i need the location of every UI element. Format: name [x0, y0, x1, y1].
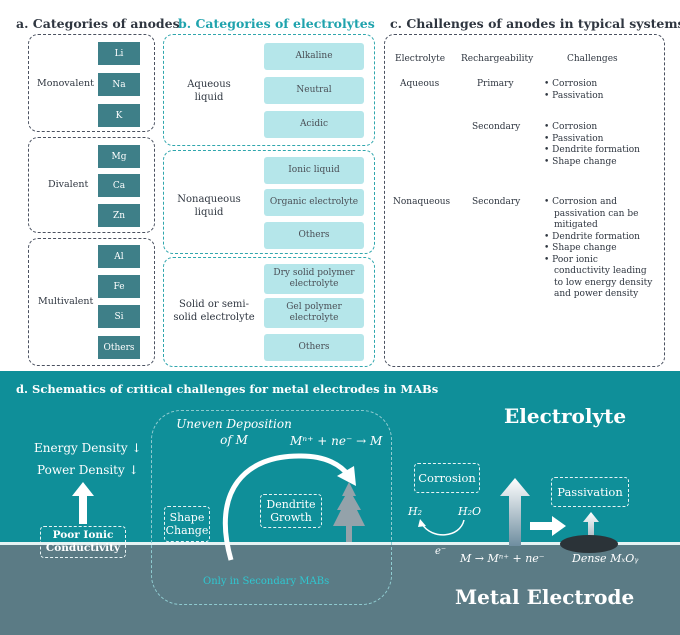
electrolyte-label: Electrolyte: [504, 404, 627, 428]
row3-challenge-2: • Dendrite formation: [544, 231, 640, 242]
challenges-table: [384, 34, 665, 367]
anode-li: Li: [98, 42, 140, 65]
anode-na: Na: [98, 73, 140, 96]
anode-zn: Zn: [98, 204, 140, 227]
anode-fe: Fe: [98, 275, 140, 298]
row1-challenge-1: • Corrosion: [544, 79, 598, 89]
oxidation-reaction-text: M → Mⁿ⁺ + ne⁻: [460, 552, 545, 565]
shape-change-box: Shape Change: [164, 506, 210, 542]
ion-release-arrow-icon: [500, 478, 530, 546]
electrode-surface-line: [0, 542, 680, 545]
electrolyte-neutral: Neutral: [264, 77, 364, 104]
only-secondary-text: Only in Secondary MABs: [203, 576, 330, 587]
electrolyte-dry-polymer: Dry solid polymer electrolyte: [264, 264, 364, 294]
row1-challenges: • Corrosion • Passivation: [544, 79, 654, 102]
energy-density-text: Energy Density ↓: [34, 441, 142, 455]
power-density-text: Power Density ↓: [37, 463, 139, 477]
row3-challenge-4: • Poor ionic conductivity leading to low…: [544, 254, 653, 300]
header-rechargeability: Rechargeability: [461, 54, 534, 64]
row3-rechargeability: Secondary: [472, 197, 521, 207]
section-c-title: c. Challenges of anodes in typical syste…: [390, 16, 680, 31]
corrosion-box: Corrosion: [414, 463, 480, 493]
row1-rechargeability: Primary: [477, 79, 514, 89]
secondary-mabs-region: [151, 410, 392, 605]
nonaqueous-label: Nonaqueous liquid: [177, 194, 241, 218]
section-b-title: b. Categories of electrolytes: [178, 16, 375, 31]
electrolyte-gel-polymer: Gel polymer electrolyte: [264, 298, 364, 328]
h2-text: H₂: [408, 505, 423, 518]
anode-k: K: [98, 104, 140, 127]
electron-cycle-arrow-icon: [418, 519, 465, 536]
nonaqueous-group: [163, 150, 375, 254]
dendrite-growth-box: Dendrite Growth: [260, 494, 322, 528]
aqueous-label: Aqueous liquid: [187, 79, 231, 103]
row2-challenge-3: • Dendrite formation: [544, 145, 640, 155]
reduction-reaction-text: Mⁿ⁺ + ne⁻ → M: [290, 434, 383, 448]
solid-label: Solid or semi-solid electrolyte: [173, 299, 255, 323]
row3-electrolyte: Nonaqueous: [393, 197, 451, 207]
section-d-title: d. Schematics of critical challenges for…: [16, 382, 439, 396]
h2o-text: H₂O: [458, 505, 482, 518]
poor-ionic-conductivity-box: Poor Ionic Conductivity: [40, 526, 126, 558]
divalent-group: [28, 137, 155, 233]
solid-group: [163, 257, 375, 367]
aqueous-group: [163, 34, 375, 146]
row1-challenge-2: • Passivation: [544, 90, 604, 101]
passivation-box: Passivation: [551, 477, 629, 507]
row2-challenge-2: • Passivation: [544, 133, 604, 144]
row3-challenge-1: • Corrosion and passivation can be mitig…: [544, 197, 639, 230]
right-arrow-icon: [530, 516, 566, 536]
dense-oxide-layer: [560, 535, 618, 553]
electrolyte-organic: Organic electrolyte: [264, 189, 364, 216]
monovalent-group: [28, 34, 155, 132]
uneven-deposition-text: Uneven Deposition of M: [176, 417, 292, 447]
anode-mg: Mg: [98, 145, 140, 168]
metal-electrode-region: [0, 544, 680, 635]
curved-arrow-icon: [222, 453, 356, 561]
header-challenges: Challenges: [567, 54, 618, 64]
divalent-label: Divalent: [48, 179, 89, 190]
metal-electrode-label: Metal Electrode: [455, 585, 635, 609]
electrolyte-solid-others: Others: [264, 334, 364, 361]
dense-oxide-text: Dense MₓOᵧ: [572, 552, 639, 565]
passivation-up-arrow-icon: [583, 512, 599, 552]
multivalent-label: Multivalent: [38, 296, 94, 307]
electrolyte-acidic: Acidic: [264, 111, 364, 138]
electrolyte-nonaqueous-others: Others: [264, 222, 364, 249]
row3-challenge-3: • Shape change: [544, 243, 617, 253]
row2-rechargeability: Secondary: [472, 122, 521, 132]
anode-ca: Ca: [98, 174, 140, 197]
anode-si: Si: [98, 305, 140, 328]
electron-text: e⁻: [435, 546, 447, 557]
electrolyte-alkaline: Alkaline: [264, 43, 364, 70]
monovalent-label: Monovalent: [37, 78, 94, 89]
section-a-title: a. Categories of anodes: [16, 16, 180, 31]
multivalent-group: [28, 238, 155, 366]
row2-challenge-1: • Corrosion: [544, 122, 598, 132]
row2-challenges: • Corrosion • Passivation • Dendrite for…: [544, 122, 654, 168]
header-electrolyte: Electrolyte: [395, 54, 446, 64]
row2-challenge-4: • Shape change: [544, 156, 617, 167]
row3-challenges: • Corrosion and passivation can be mitig…: [544, 197, 656, 301]
row1-electrolyte: Aqueous: [400, 79, 440, 89]
up-arrow-icon: [72, 482, 94, 524]
anode-al: Al: [98, 245, 140, 268]
electrolyte-ionic-liquid: Ionic liquid: [264, 157, 364, 184]
dendrite-icon: [333, 482, 365, 542]
anode-others: Others: [98, 336, 140, 359]
